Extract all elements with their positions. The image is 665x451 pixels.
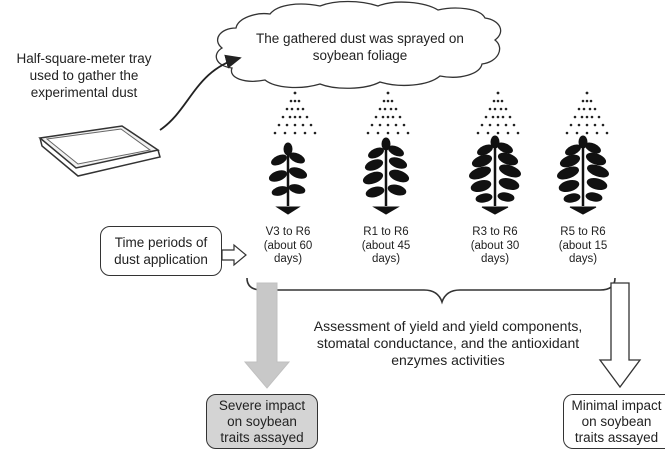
plant-icon-r1 (362, 137, 410, 215)
stage-label-r1: R1 to R6 (about 45 days) (361, 226, 411, 265)
minimal-impact-box: Minimal impact on soybean traits assayed (563, 394, 665, 449)
plant-icon-r5 (557, 135, 609, 215)
severe-arrow (243, 282, 291, 389)
tray-label: Half-square-meter tray used to gather th… (16, 51, 152, 100)
stage-label-r3: R3 to R6 (about 30 days) (470, 226, 520, 265)
time-to-stages-arrow (221, 243, 247, 267)
tray-to-cloud-arrow (159, 54, 242, 131)
brace (246, 277, 616, 305)
time-periods-box: Time periods of dust application (100, 226, 222, 276)
cloud-shape (215, 0, 502, 89)
tray-icon (38, 125, 161, 177)
plant-icon-v3 (268, 142, 308, 215)
stage-label-v3: V3 to R6 (about 60 days) (263, 226, 313, 265)
minimal-arrow (598, 282, 642, 389)
sprayer-icons (273, 91, 609, 135)
cloud-text: The gathered dust was sprayed on soybean… (256, 31, 464, 63)
assessment-text: Assessment of yield and yield components… (313, 318, 583, 368)
plant-icon-r3 (469, 135, 521, 215)
severe-impact-box: Severe impact on soybean traits assayed (206, 394, 318, 449)
stage-label-r5: R5 to R6 (about 15 days) (558, 226, 608, 265)
